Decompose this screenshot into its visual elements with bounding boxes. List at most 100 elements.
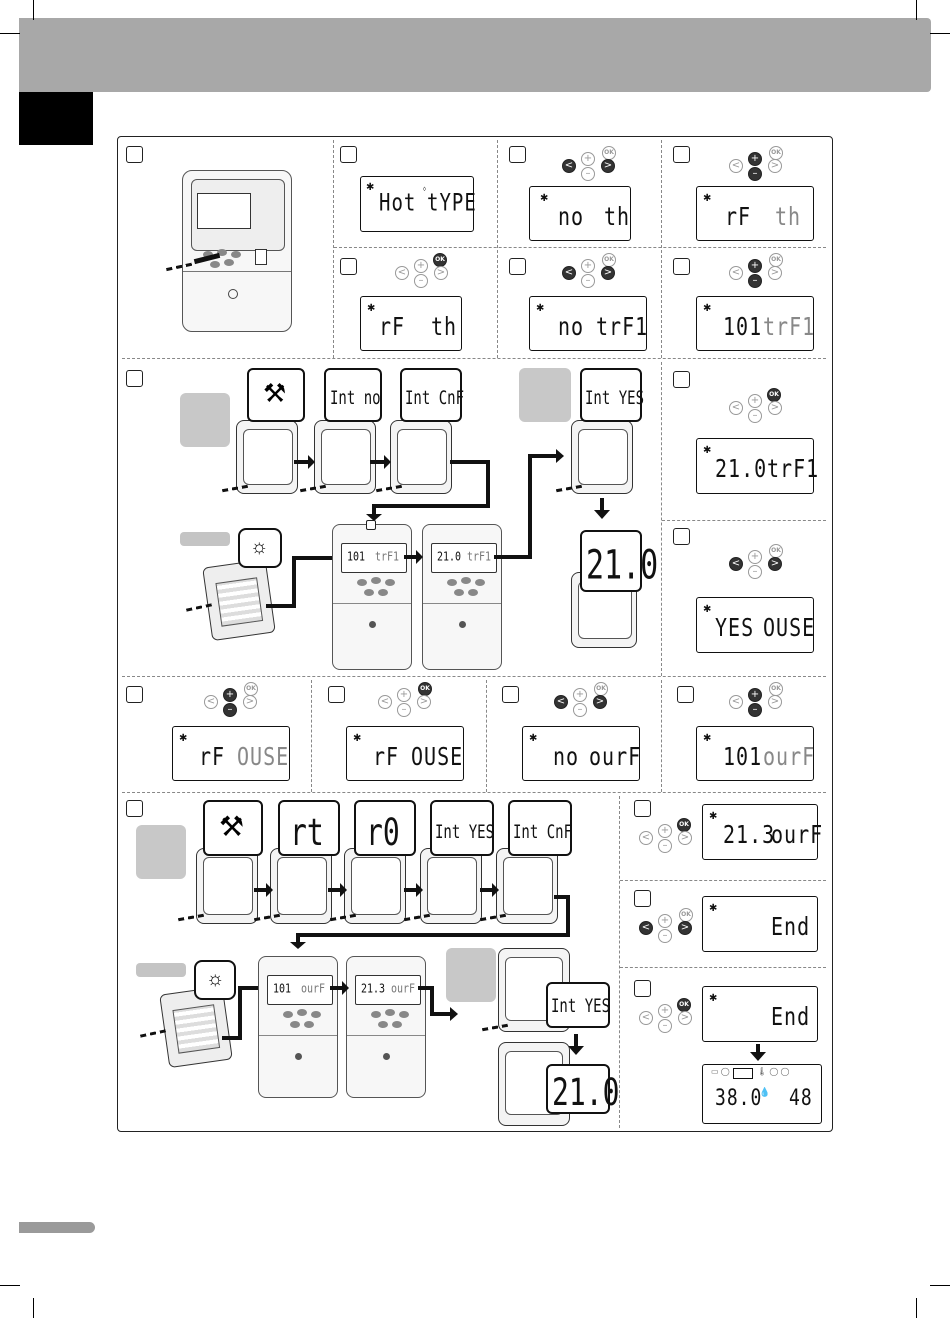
ok-button[interactable]: OK [244, 682, 258, 696]
plus-button[interactable]: + [748, 394, 762, 408]
left-button[interactable]: < [729, 557, 743, 571]
right-button[interactable]: > [243, 695, 257, 709]
minus-button[interactable]: – [748, 274, 762, 288]
ok-button[interactable]: OK [679, 908, 693, 922]
lcd-text-left: rF [199, 741, 226, 771]
minus-button[interactable]: – [748, 409, 762, 423]
flow-line [266, 604, 296, 608]
right-button[interactable]: > [768, 159, 782, 173]
ok-button[interactable]: OK [602, 146, 616, 160]
plus-button[interactable]: + [748, 259, 762, 273]
plus-button[interactable]: + [748, 550, 762, 564]
right-button[interactable]: > [593, 695, 607, 709]
ctrl-lcd-text-right: ourF [391, 983, 416, 997]
crop-mark [33, 1298, 34, 1318]
speech-bubble: ⚒ [203, 800, 263, 856]
plus-button[interactable]: + [658, 1004, 672, 1018]
left-button[interactable]: < [395, 266, 409, 280]
plus-button[interactable]: + [658, 914, 672, 928]
plus-button[interactable]: + [397, 688, 411, 702]
left-button[interactable]: < [729, 266, 743, 280]
ctrl-lcd-text-right: trF1 [467, 551, 492, 565]
left-button[interactable]: < [639, 831, 653, 845]
right-button[interactable]: > [601, 159, 615, 173]
minus-button[interactable]: – [581, 167, 595, 181]
lcd-display: ✱ End [702, 896, 818, 952]
ok-button[interactable]: OK [594, 682, 608, 696]
left-button[interactable]: < [729, 695, 743, 709]
minus-button[interactable]: – [658, 1019, 672, 1033]
ok-button[interactable]: OK [769, 253, 783, 267]
left-button[interactable]: < [729, 401, 743, 415]
crop-mark [0, 1285, 20, 1286]
lcd-text-right: OUSE [237, 741, 290, 771]
minus-button[interactable]: – [573, 703, 587, 717]
minus-button[interactable]: – [748, 167, 762, 181]
blinking-led-icon: ☼ [206, 968, 225, 990]
minus-button[interactable]: – [658, 929, 672, 943]
plus-button[interactable]: + [414, 259, 428, 273]
ok-button[interactable]: OK [433, 253, 447, 267]
ok-button[interactable]: OK [602, 253, 616, 267]
lcd-text-right: End [771, 1001, 811, 1031]
status-icons: 🌡 ◯ ◯ [757, 1067, 790, 1076]
step-box [677, 686, 694, 703]
button-cluster: OK + < > – [637, 818, 695, 866]
speech-bubble: 21.0 [546, 1064, 619, 1115]
button-cluster: OK + < > – [727, 388, 785, 436]
col-divider [661, 362, 662, 676]
minus-button[interactable]: – [397, 703, 411, 717]
left-button[interactable]: < [554, 695, 568, 709]
ok-button[interactable]: OK [767, 388, 781, 402]
minus-button[interactable]: – [223, 703, 237, 717]
lcd-text-right: OUSE [763, 612, 816, 642]
right-button[interactable]: > [768, 557, 782, 571]
right-button[interactable]: > [768, 401, 782, 415]
ok-button[interactable]: OK [418, 682, 432, 696]
right-button[interactable]: > [678, 921, 692, 935]
flow-arrow [370, 460, 386, 464]
plus-button[interactable]: + [581, 259, 595, 273]
right-button[interactable]: > [678, 1011, 692, 1025]
plus-button[interactable]: + [223, 688, 237, 702]
right-button[interactable]: > [678, 831, 692, 845]
speech-bubble: Int YES [580, 368, 644, 422]
plus-button[interactable]: + [581, 152, 595, 166]
step-box [673, 371, 690, 388]
col-divider [619, 796, 620, 1128]
left-button[interactable]: < [562, 159, 576, 173]
speech-bubble: Int CnF [508, 800, 572, 856]
ok-button[interactable]: OK [677, 998, 691, 1012]
minus-button[interactable]: – [414, 274, 428, 288]
left-button[interactable]: < [378, 695, 392, 709]
ok-button[interactable]: OK [769, 146, 783, 160]
minus-button[interactable]: – [748, 703, 762, 717]
flow-line [430, 1012, 452, 1016]
lcd-text-left: no [553, 741, 580, 771]
plus-button[interactable]: + [748, 688, 762, 702]
minus-button[interactable]: – [748, 565, 762, 579]
right-button[interactable]: > [601, 266, 615, 280]
crop-mark [916, 0, 917, 20]
flow-arrow [330, 986, 344, 990]
button-cluster: OK + < > – [637, 998, 695, 1046]
minus-button[interactable]: – [658, 839, 672, 853]
right-button[interactable]: > [417, 695, 431, 709]
left-button[interactable]: < [204, 695, 218, 709]
left-button[interactable]: < [562, 266, 576, 280]
right-button[interactable]: > [434, 266, 448, 280]
plus-button[interactable]: + [573, 688, 587, 702]
plus-button[interactable]: + [658, 824, 672, 838]
minus-button[interactable]: – [581, 274, 595, 288]
button-cluster: OK + < > – [727, 682, 785, 730]
right-button[interactable]: > [768, 266, 782, 280]
ok-button[interactable]: OK [677, 818, 691, 832]
left-button[interactable]: < [639, 1011, 653, 1025]
ok-button[interactable]: OK [769, 682, 783, 696]
left-button[interactable]: < [729, 159, 743, 173]
step-box [634, 890, 651, 907]
left-button[interactable]: < [639, 921, 653, 935]
right-button[interactable]: > [768, 695, 782, 709]
ok-button[interactable]: OK [769, 544, 783, 558]
plus-button[interactable]: + [748, 152, 762, 166]
